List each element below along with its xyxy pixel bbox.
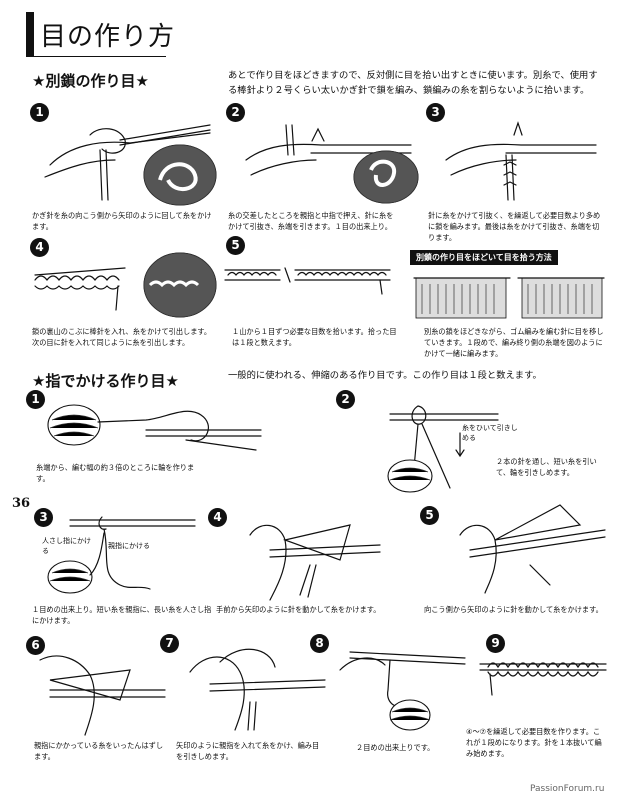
s1-step5-caption: １山から１目ずつ必要な目数を拾います。拾った目は１段と数えます。	[232, 327, 397, 347]
watermark: PassionForum.ru	[530, 784, 605, 794]
s2-step2-number: 2	[336, 390, 355, 409]
s2-step3-caption: １目めの出来上り。短い糸を親指に、長い糸を人さし指にかけます。	[32, 605, 212, 625]
s2-step3-label-index: 人さし指にかける	[42, 537, 91, 555]
s2-step6-illustration	[39, 655, 166, 736]
title-accent-bar	[26, 12, 34, 56]
section1-heading: ★別鎖の作り目★	[32, 72, 149, 90]
s1-step2-caption: 糸の交差したところを親指と中指で押え、針に糸をかけて引抜き、糸端を引きます。１目…	[228, 211, 394, 231]
s2-step1-illustration	[47, 404, 262, 451]
unravel-method-illustration	[413, 277, 605, 319]
s1-step5-illustration	[224, 267, 391, 295]
s2-step7-caption: 矢印のように親指を入れて糸をかけ、編み目を引きしめます。	[176, 741, 320, 761]
s2-step5-caption: 向こう側から矢印のように針を動かして糸をかけます。	[424, 605, 603, 614]
s1-step4-caption: 鎖の裏山のこぶに棒針を入れ、糸をかけて引出します。次の目に針を入れて同じように糸…	[32, 327, 212, 347]
unravel-method-heading: 別鎖の作り目をほどいて目を拾う方法	[410, 250, 558, 265]
s2-step4-illustration	[249, 524, 381, 601]
s2-step4-number: 4	[208, 508, 227, 527]
s2-step2-illustration	[387, 405, 499, 493]
s2-step8-illustration	[339, 651, 466, 731]
s2-step3-number: 3	[34, 508, 53, 527]
s1-step2-illustration	[245, 124, 419, 204]
s1-step3-caption: 針に糸をかけて引抜く、を繰返して必要目数より多めに鎖を編みます。最後は糸をかけて…	[428, 211, 601, 242]
s1-step1-caption: かぎ針を糸の向こう側から矢印のように回して糸をかけます。	[32, 211, 212, 231]
s2-step7-illustration	[189, 648, 326, 731]
s1-step2-number: 2	[226, 103, 245, 122]
s2-step2-label: 糸をひいて引きしめる	[462, 424, 518, 442]
s1-step4-illustration	[34, 252, 217, 318]
s2-step6-number: 6	[26, 636, 45, 655]
s1-step3-illustration	[445, 121, 597, 201]
section2-intro: 一般的に使われる、伸縮のある作り目です。この作り目は１段と数えます。	[228, 370, 542, 381]
section2-heading: ★指でかける作り目★	[32, 372, 179, 390]
s2-step9-caption: ④～⑦を繰返して必要目数を作ります。これが１段めになります。針を１本抜いて編み始…	[466, 727, 602, 758]
s1-step1-number: 1	[30, 103, 49, 122]
s2-step7-number: 7	[160, 634, 179, 653]
s2-step2-caption: ２本の針を通し、短い糸を引いて、輪を引きしめます。	[496, 457, 597, 477]
title-underline	[26, 56, 166, 57]
s1-step5-number: 5	[226, 236, 245, 255]
s2-step9-number: 9	[486, 634, 505, 653]
s1-step1-illustration	[44, 124, 217, 206]
page-number: 36	[12, 496, 31, 511]
s2-step8-caption: ２目めの出来上りです。	[356, 743, 435, 752]
s2-step3-label-thumb: 親指にかける	[108, 542, 150, 550]
s2-step9-illustration	[479, 662, 607, 696]
s2-step1-number: 1	[26, 390, 45, 409]
s2-step6-caption: 親指にかかっている糸をいったんはずします。	[34, 741, 164, 761]
s2-step1-caption: 糸端から、編む幅の約３倍のところに輪を作ります。	[36, 463, 195, 483]
unravel-method-caption: 別糸の鎖をほどきながら、ゴム編みを編む針に目を移していきます。１段めで、編み終り…	[424, 327, 604, 358]
s2-step4-caption: 手前から矢印のように針を動かして糸をかけます。	[216, 605, 381, 614]
s1-step4-number: 4	[30, 238, 49, 257]
s2-step8-number: 8	[310, 634, 329, 653]
section1-intro: あとで作り目をほどきますので、反対側に目を拾い出すときに使います。別糸で、使用す…	[228, 70, 598, 96]
page-title: 目の作り方	[40, 22, 176, 52]
s2-step5-number: 5	[420, 506, 439, 525]
s2-step3-illustration	[47, 516, 196, 594]
s1-step3-number: 3	[426, 103, 445, 122]
s2-step5-illustration	[459, 504, 606, 594]
